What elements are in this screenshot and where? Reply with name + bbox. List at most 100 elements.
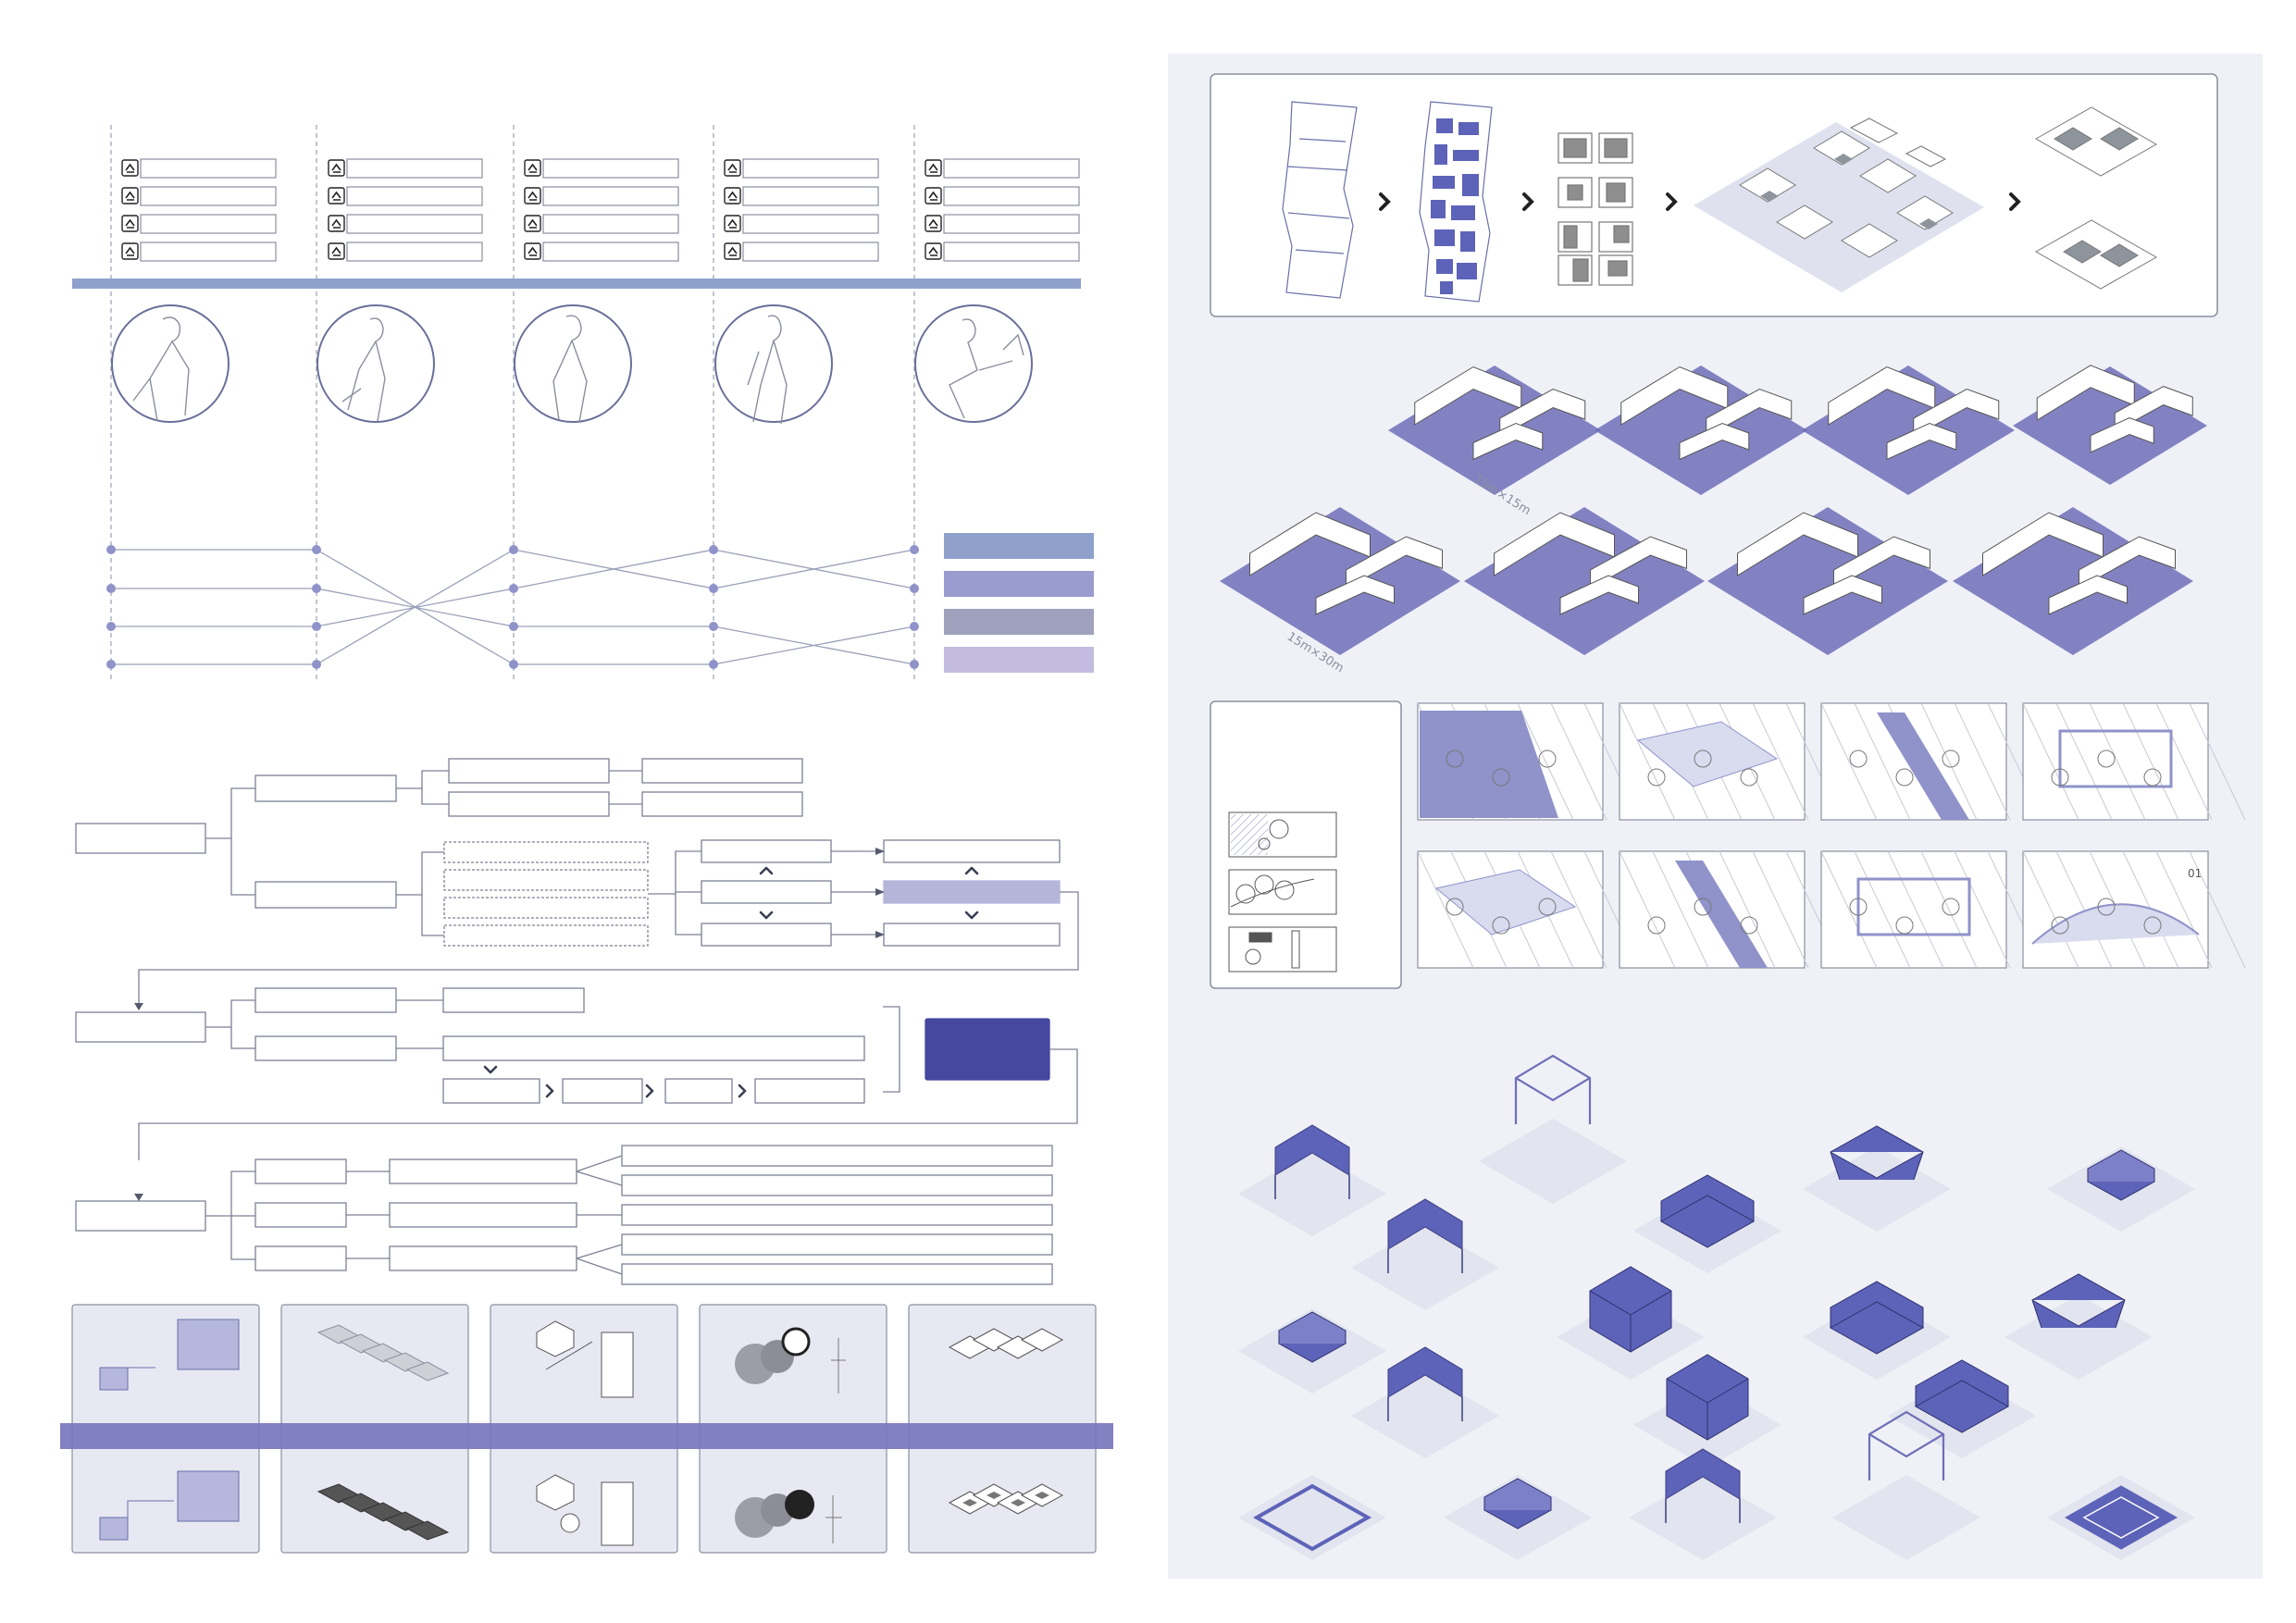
legend-furniture-swatch: [1228, 926, 1337, 973]
landscape-sketch: [2022, 702, 2246, 821]
dining-icon: [524, 214, 679, 234]
network-node: [106, 584, 116, 593]
unit-typology: [2013, 365, 2207, 485]
persona-businessman-avatar: [714, 304, 833, 423]
building-component: [1238, 1475, 1386, 1560]
building-component: [1633, 1354, 1781, 1468]
network-node: [709, 584, 718, 593]
persona-band: [72, 279, 1081, 289]
network-node: [312, 545, 321, 554]
network-node: [509, 660, 518, 669]
process-step-plan: [1282, 101, 1358, 299]
bench-icon: [121, 242, 277, 262]
network-node: [106, 545, 116, 554]
building-component: [1351, 1198, 1499, 1310]
process-step-outcomes: [2034, 106, 2158, 290]
persona-commuter-avatar: [316, 304, 435, 423]
process-arrows: [1379, 192, 2021, 211]
building-component: [1803, 1125, 1951, 1232]
building-component: [1444, 1475, 1592, 1560]
network-node: [910, 622, 919, 631]
iso-blocks-courtyard-icon: [948, 1483, 1064, 1515]
legend-trees-swatch: [1228, 869, 1337, 915]
network-node: [106, 660, 116, 669]
sketch-number: 01: [2188, 867, 2202, 880]
persona-portraits: [111, 304, 1033, 423]
network-node: [709, 660, 718, 669]
building-component: [1832, 1410, 1980, 1560]
smile-icon: [328, 242, 483, 262]
building-component: [2047, 1475, 2195, 1560]
flow-chevrons: [483, 866, 979, 1098]
building-component: [2004, 1273, 2153, 1380]
persona-worker-avatar: [914, 304, 1033, 423]
legend-swatch: [944, 647, 1094, 673]
flow-branch-b: [254, 881, 397, 909]
network-node: [709, 545, 718, 554]
steps-icon: [524, 158, 679, 179]
iso-blocks-icon: [948, 1328, 1064, 1359]
commerce-figure-icon: [735, 1327, 846, 1394]
grid-strip-dark-icon: [316, 1483, 450, 1541]
flow-stage3-box: [75, 1200, 206, 1232]
network-node: [312, 584, 321, 593]
building-component: [1351, 1346, 1499, 1458]
network-node: [509, 622, 518, 631]
flow-root-box: [75, 823, 206, 854]
home-heart-icon: [121, 214, 277, 234]
bulb-icon: [724, 214, 879, 234]
network-node: [910, 584, 919, 593]
landscape-sketch: [1619, 850, 1843, 969]
building-component: [1629, 1448, 1777, 1560]
legend-swatches: [944, 533, 1094, 673]
process-step-isometric-block: [1694, 118, 1984, 292]
art-figure-icon: [735, 1490, 842, 1543]
unit-typology: [1802, 365, 2015, 495]
strategy-band: [60, 1423, 1113, 1449]
unit-typology: [1220, 507, 1460, 655]
building-bulb-icon: [536, 1474, 634, 1546]
process-step-plan-filled: [1419, 101, 1493, 303]
landscape-sketch: [1820, 850, 2044, 969]
network-node: [312, 660, 321, 669]
bus-icon: [328, 214, 483, 234]
museum-icon: [925, 242, 1080, 262]
building-component: [1557, 1266, 1705, 1380]
building-component: [1479, 1054, 1627, 1204]
plan-blocks-icon: [99, 1319, 240, 1391]
process-step-modules: [1558, 132, 1633, 286]
legend-swatch: [944, 533, 1094, 559]
house-icon: [121, 158, 277, 179]
persona-woman-avatar: [514, 304, 632, 423]
network-node: [910, 545, 919, 554]
target-icon: [524, 186, 679, 206]
dining-icon: [724, 242, 879, 262]
persona-icon-rows: [121, 158, 1080, 262]
persona-network: [111, 549, 915, 665]
persona-elderly-avatar: [111, 304, 230, 423]
unit-typologies: [1220, 365, 2207, 655]
network-node: [106, 622, 116, 631]
hiker-icon: [121, 186, 277, 206]
building-component: [1238, 1308, 1386, 1394]
unit-typology: [1595, 365, 1807, 495]
house-icon: [925, 186, 1080, 206]
flow-connectors: [138, 770, 1079, 1275]
network-node: [910, 660, 919, 669]
building-component: [1633, 1174, 1781, 1273]
landscape-legend-items: [1228, 812, 1337, 973]
network-node: [312, 622, 321, 631]
network-node: [509, 545, 518, 554]
legend-swatch: [944, 571, 1094, 597]
building-component: [2047, 1146, 2195, 1232]
landscape-sketches: 01: [1417, 702, 2246, 969]
landscape-sketch: [2022, 850, 2246, 969]
network-node: [709, 622, 718, 631]
house-icon: [328, 158, 483, 179]
building-component: [1803, 1281, 1951, 1380]
palette-icon: [925, 158, 1080, 179]
globe-icon: [925, 214, 1080, 234]
crowd-icon: [524, 242, 679, 262]
globe-icon: [724, 186, 879, 206]
